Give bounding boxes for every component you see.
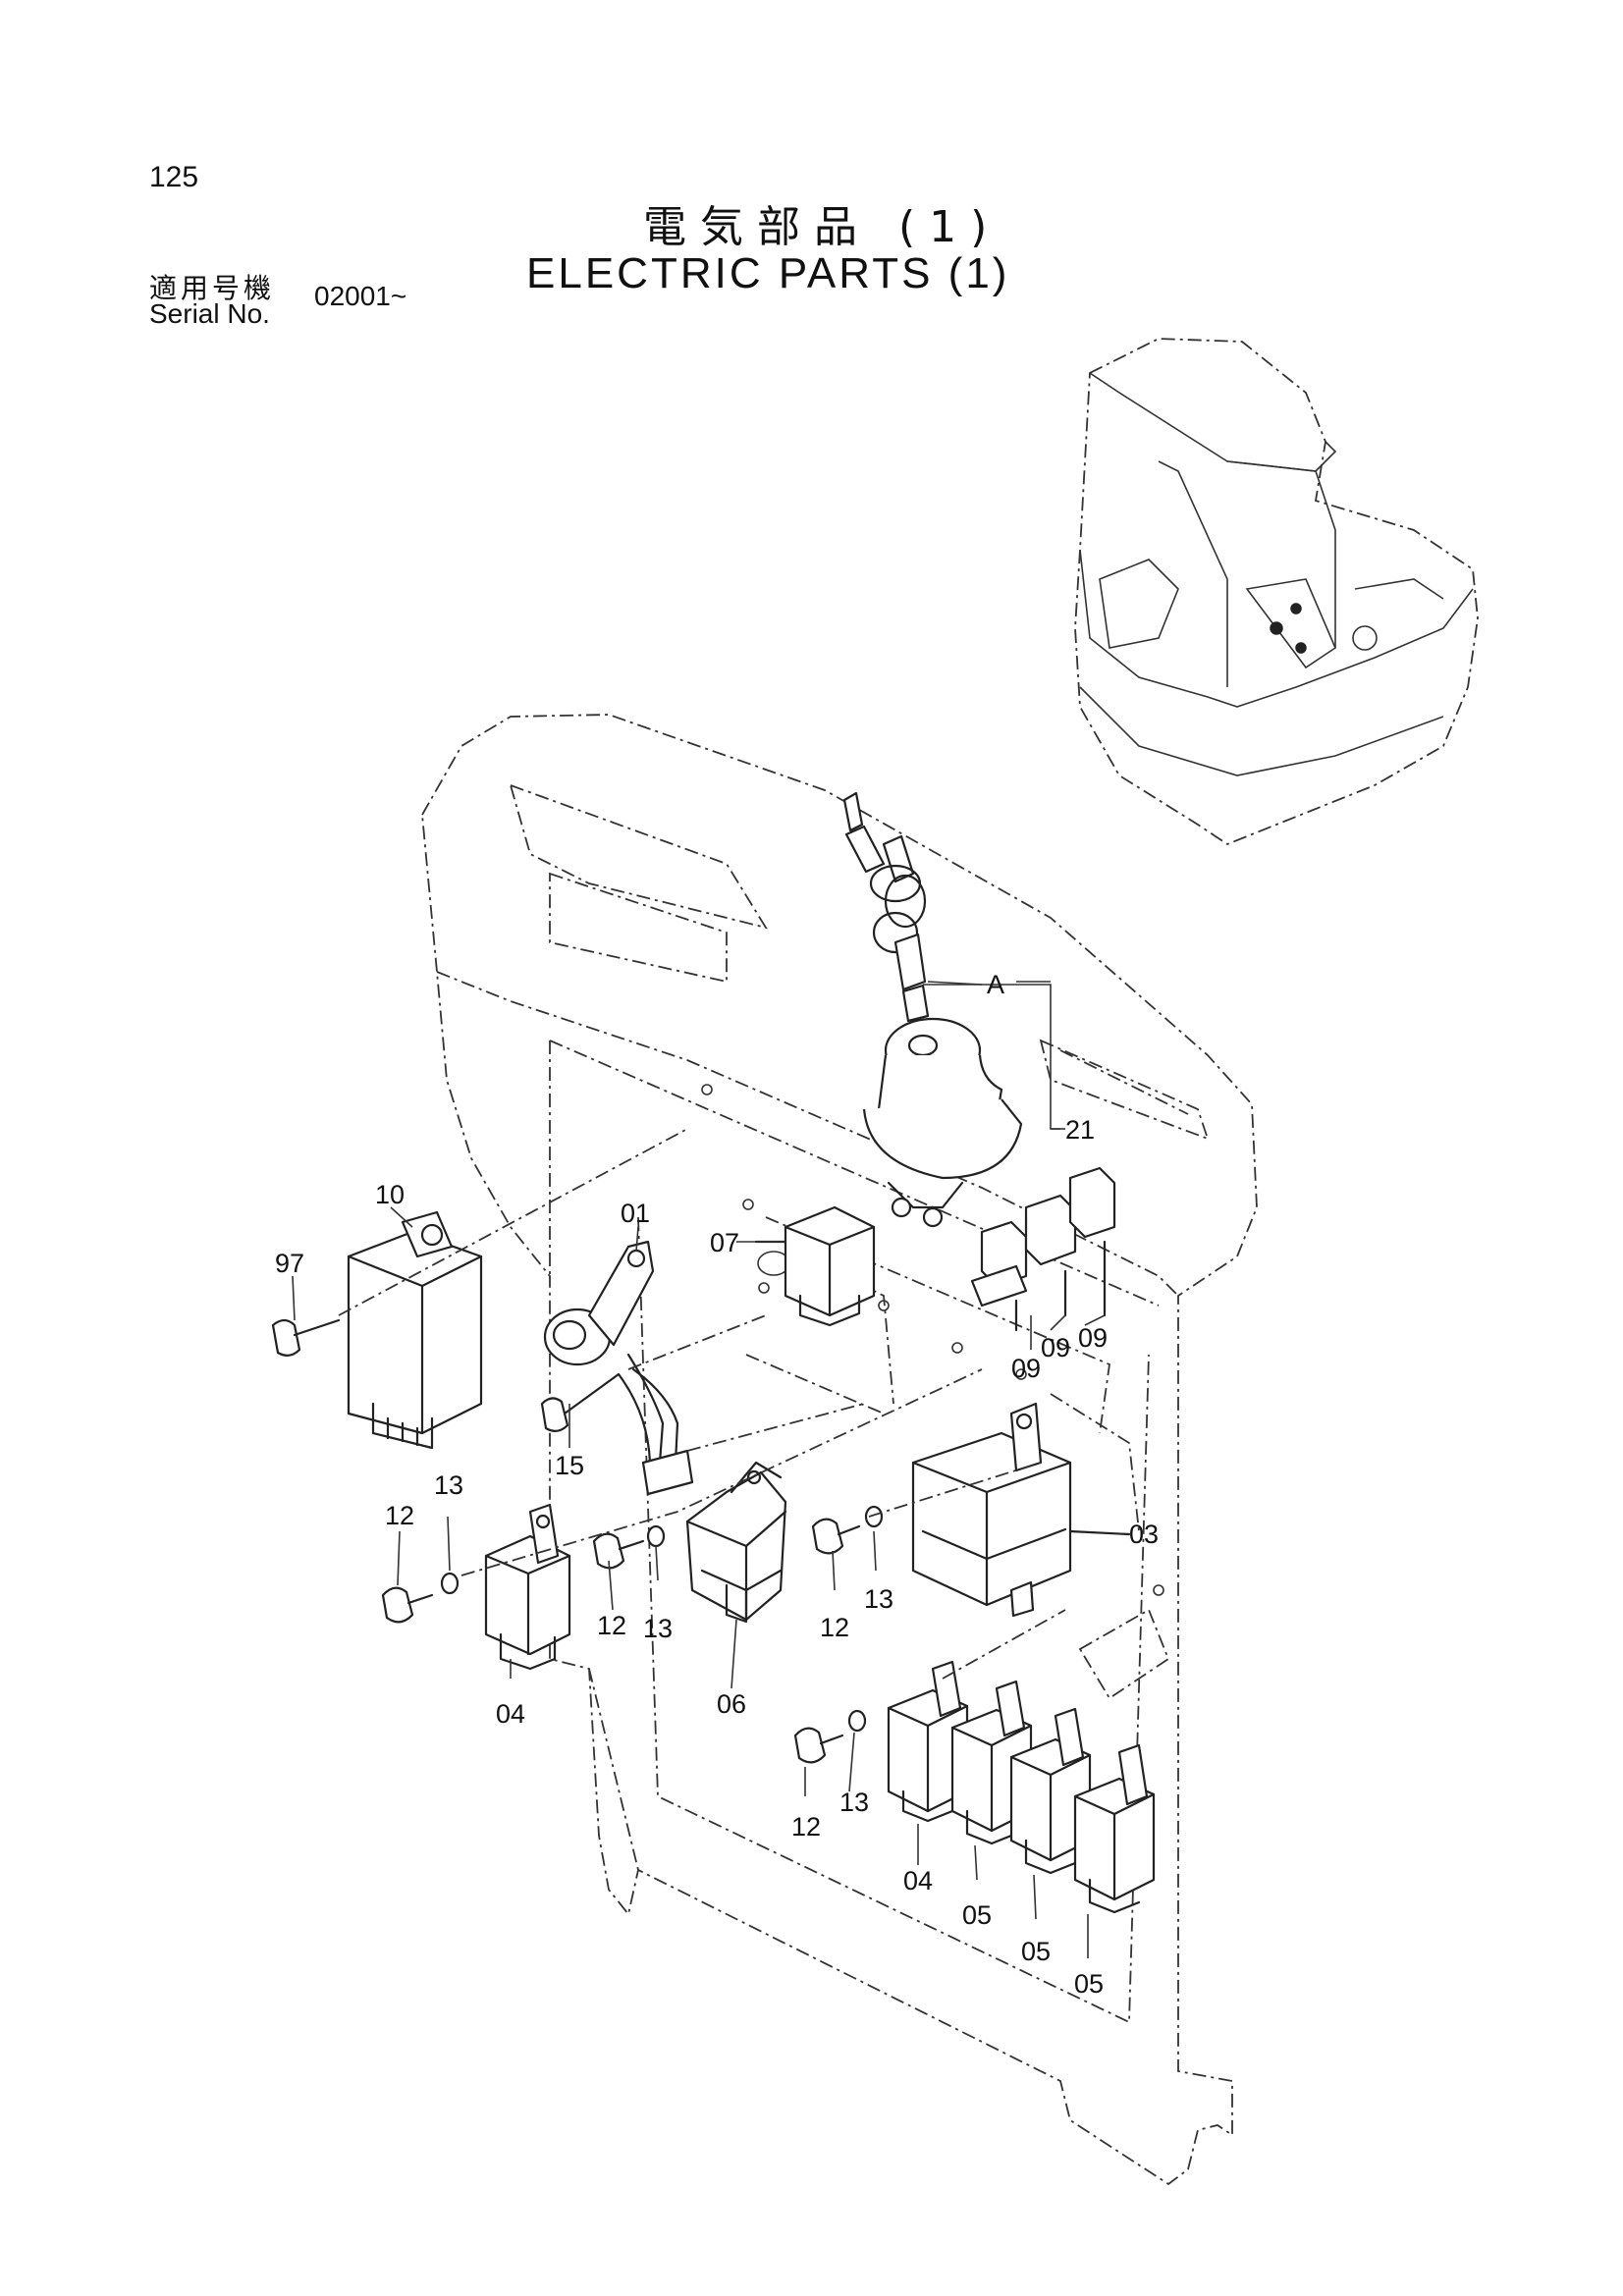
relay-row-04-05 bbox=[887, 1609, 1156, 1914]
callout-13-right: 13 bbox=[864, 1584, 893, 1614]
callout-09-left: 09 bbox=[1011, 1354, 1041, 1383]
page-title-japanese: 電気部品 (1) bbox=[643, 202, 1001, 252]
callout-09-right: 09 bbox=[1078, 1323, 1108, 1353]
connector-parts-09 bbox=[970, 1166, 1116, 1332]
part-callouts: A 21 01 07 10 97 15 09 09 09 13 12 03 12… bbox=[275, 970, 1159, 1999]
callout-12-mid: 12 bbox=[597, 1611, 626, 1640]
relay-part-04-left bbox=[484, 1503, 571, 1671]
callout-10: 10 bbox=[375, 1180, 405, 1209]
callout-13-mid: 13 bbox=[643, 1614, 673, 1643]
callout-04-left: 04 bbox=[496, 1699, 525, 1729]
serial-label-japanese: 適用号機 bbox=[149, 272, 276, 304]
callout-15: 15 bbox=[555, 1451, 584, 1480]
relay-part-07 bbox=[754, 1205, 876, 1327]
key-switch-assembly bbox=[842, 791, 1060, 1228]
relay-box-part-03 bbox=[911, 1402, 1131, 1618]
flasher-part-06 bbox=[685, 1461, 787, 1624]
relay-part-10 bbox=[271, 1128, 688, 1450]
console-overview-inset bbox=[1074, 338, 1479, 846]
callout-12-left: 12 bbox=[385, 1501, 414, 1530]
console-panel-housing bbox=[421, 714, 1258, 2186]
callout-05-second: 05 bbox=[1021, 1937, 1051, 1966]
page-number: 125 bbox=[149, 161, 199, 193]
callout-A: A bbox=[987, 970, 1004, 999]
serial-label-english: Serial No. bbox=[149, 298, 270, 329]
callout-03: 03 bbox=[1129, 1520, 1159, 1549]
callout-07: 07 bbox=[710, 1228, 739, 1257]
callout-01: 01 bbox=[621, 1199, 650, 1228]
callout-06: 06 bbox=[717, 1689, 746, 1719]
page-title-english: ELECTRIC PARTS (1) bbox=[526, 249, 1010, 297]
callout-97: 97 bbox=[275, 1249, 304, 1278]
callout-13-left: 13 bbox=[434, 1470, 463, 1500]
buzzer-part-01 bbox=[540, 1240, 865, 1496]
serial-number-value: 02001~ bbox=[314, 281, 407, 311]
callout-21: 21 bbox=[1065, 1115, 1095, 1145]
callout-12-bottom: 12 bbox=[791, 1812, 821, 1842]
callout-04-bottom: 04 bbox=[903, 1866, 933, 1896]
callout-13-bottom: 13 bbox=[839, 1788, 869, 1817]
callout-09-middle: 09 bbox=[1041, 1333, 1070, 1362]
callout-05-third: 05 bbox=[1074, 1969, 1104, 1999]
callout-05-first: 05 bbox=[962, 1900, 992, 1930]
callout-12-right: 12 bbox=[820, 1613, 849, 1642]
leader-lines bbox=[292, 981, 1106, 1958]
